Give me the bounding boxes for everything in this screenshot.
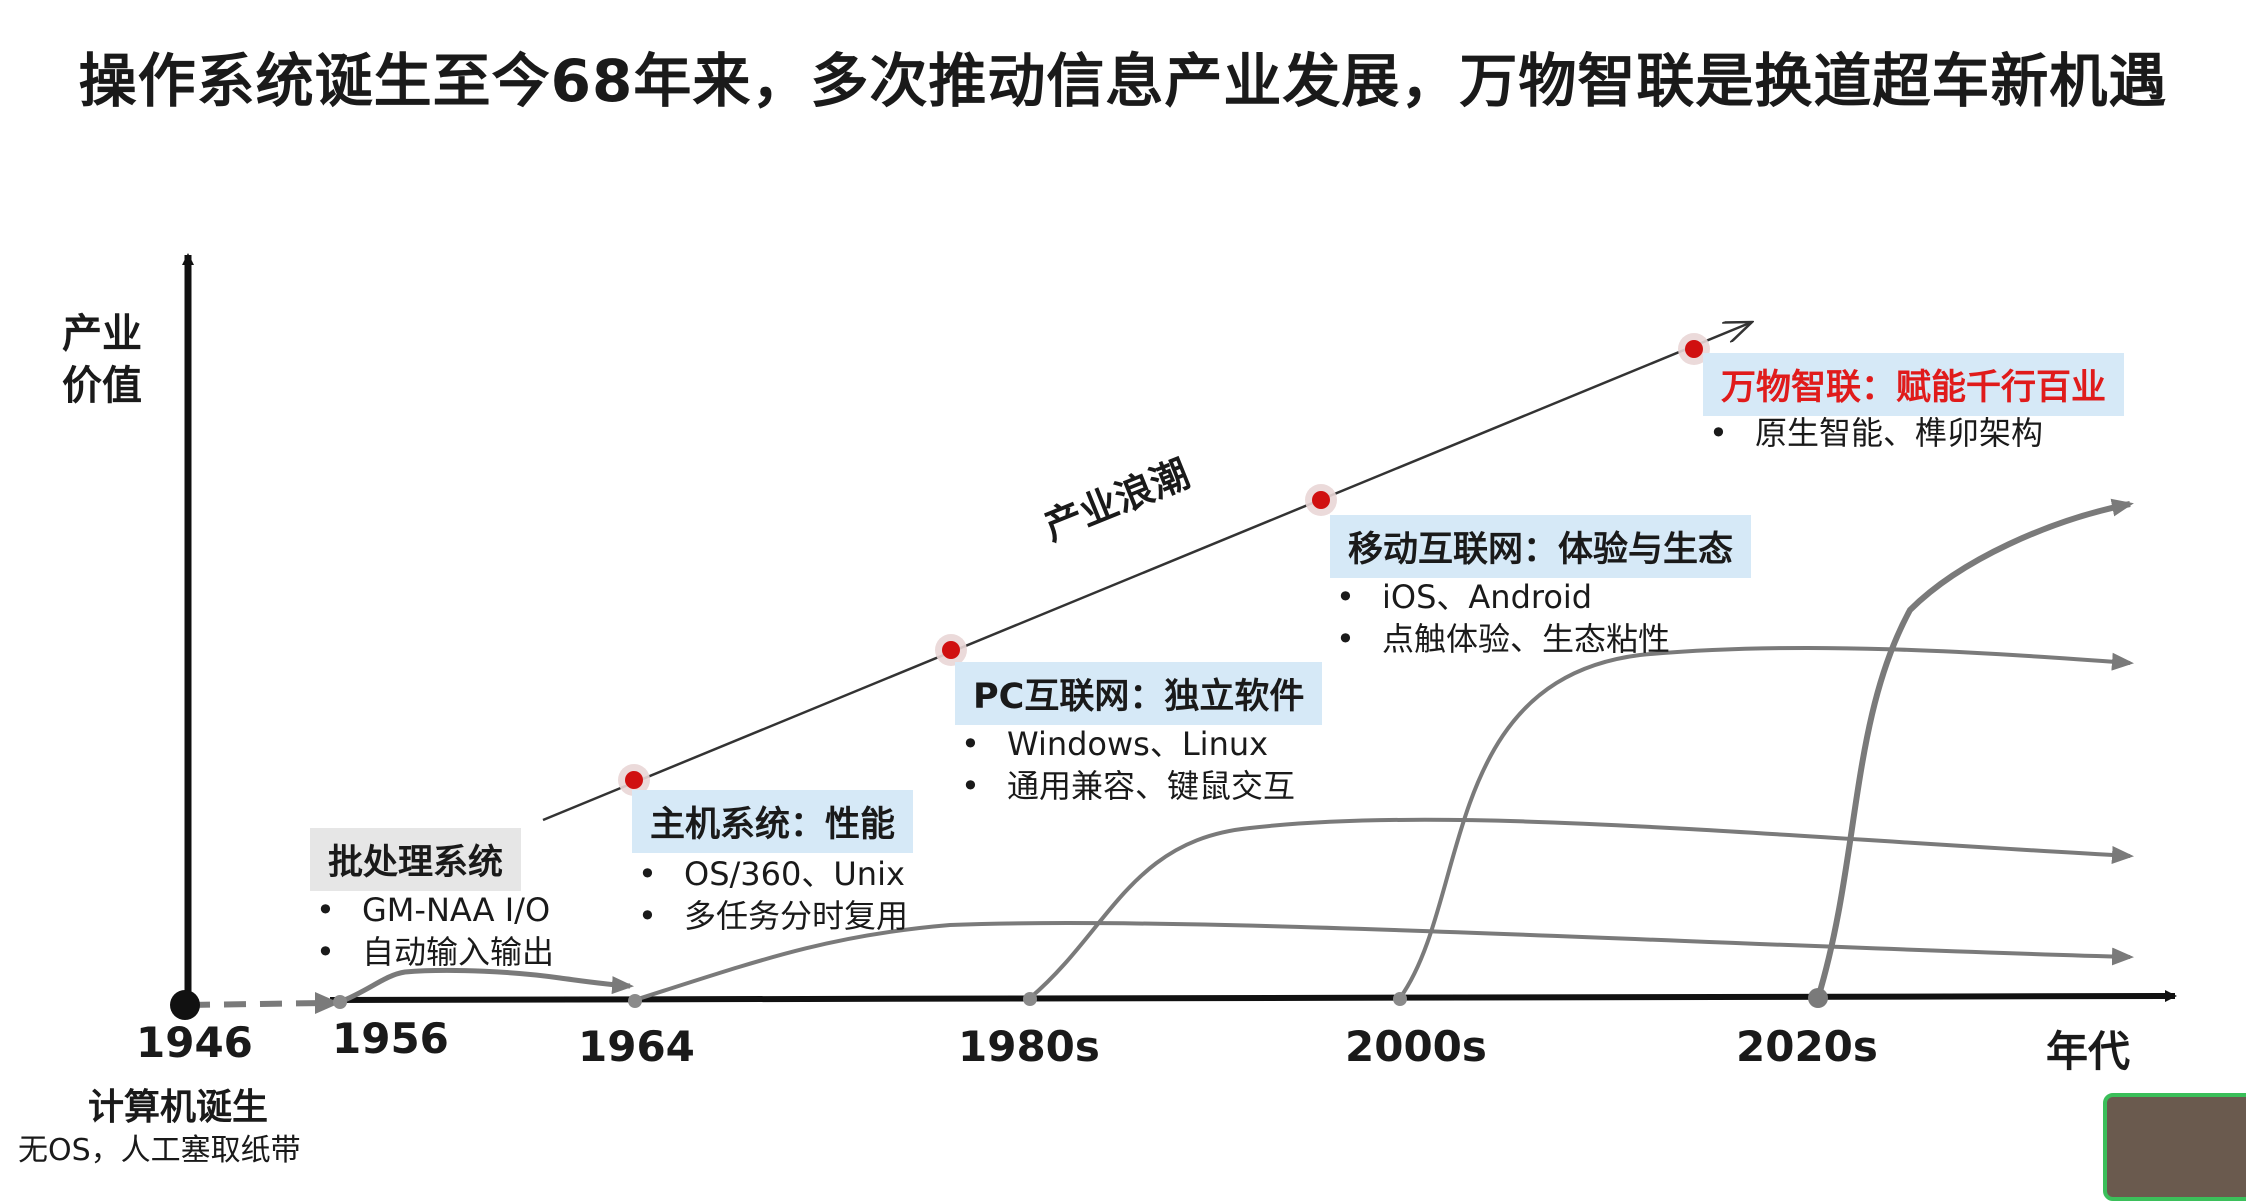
x-axis-unit-label: 年代 <box>2046 1027 2131 1076</box>
tick-label-1946: 1946 <box>136 1018 253 1067</box>
origin-note: 无OS，人工塞取纸带 <box>18 1133 301 1168</box>
pc-era-curve <box>1028 817 2134 1000</box>
origin-dot <box>170 990 200 1020</box>
tick-label-2020s: 2020s <box>1736 1022 1878 1071</box>
milestone-dot-mainframe <box>618 764 650 796</box>
era-bullets-mainframe: OS/360、Unix 多任务分时复用 <box>632 853 908 937</box>
list-item: Windows、Linux <box>955 723 1295 765</box>
pre-os-dashed-line <box>187 1000 326 1008</box>
pre-os-arrowhead <box>315 992 340 1014</box>
industry-wave-trend-line <box>542 322 1752 822</box>
tick-dot-1956 <box>333 995 347 1009</box>
list-item: 原生智能、榫卯架构 <box>1703 412 2043 454</box>
page-title: 操作系统诞生至今68年来，多次推动信息产业发展，万物智联是换道超车新机遇 <box>78 47 2168 115</box>
era-title-mainframe: 主机系统：性能 <box>632 790 914 853</box>
tick-label-1980s: 1980s <box>958 1022 1100 1071</box>
y-axis-label-line1: 产业 <box>62 311 142 357</box>
list-item: 自动输入输出 <box>310 931 554 973</box>
list-item: 通用兼容、键鼠交互 <box>955 765 1295 807</box>
list-item: GM-NAA I/O <box>310 889 554 931</box>
mainframe-era-curve <box>634 920 2134 1002</box>
list-item: 点触体验、生态粘性 <box>1330 618 1670 660</box>
iot-era-curve <box>1815 498 2134 999</box>
milestone-dot-pc <box>935 634 967 666</box>
tick-label-2000s: 2000s <box>1345 1022 1487 1071</box>
x-axis <box>329 990 2177 1003</box>
milestone-dot-iot <box>1678 333 1710 365</box>
tick-dot-1964 <box>628 994 642 1008</box>
era-bullets-iot: 原生智能、榫卯架构 <box>1703 412 2043 454</box>
era-title-mobile: 移动互联网：体验与生态 <box>1330 515 1752 578</box>
tick-dot-2000s <box>1393 992 1407 1006</box>
y-axis-label-line2: 价值 <box>62 363 142 409</box>
origin-label: 计算机诞生 <box>88 1087 269 1128</box>
tick-label-1964: 1964 <box>578 1022 695 1071</box>
era-title-iot: 万物智联：赋能千行百业 <box>1703 353 2125 416</box>
era-bullets-batch: GM-NAA I/O 自动输入输出 <box>310 889 554 973</box>
tick-label-1956: 1956 <box>332 1014 449 1063</box>
era-title-pc: PC互联网：独立软件 <box>955 662 1323 725</box>
tick-dot-1980s <box>1023 992 1037 1006</box>
y-axis-label: 产业 价值 <box>62 308 142 412</box>
list-item: iOS、Android <box>1330 576 1670 618</box>
milestone-dot-mobile <box>1305 484 1337 516</box>
era-title-batch: 批处理系统 <box>310 828 522 891</box>
video-overlay-thumbnail[interactable] <box>2103 1093 2246 1201</box>
era-bullets-pc: Windows、Linux 通用兼容、键鼠交互 <box>955 723 1295 807</box>
tick-dot-2020s <box>1808 988 1828 1008</box>
list-item: OS/360、Unix <box>632 853 908 895</box>
era-bullets-mobile: iOS、Android 点触体验、生态粘性 <box>1330 576 1670 660</box>
list-item: 多任务分时复用 <box>632 895 908 937</box>
